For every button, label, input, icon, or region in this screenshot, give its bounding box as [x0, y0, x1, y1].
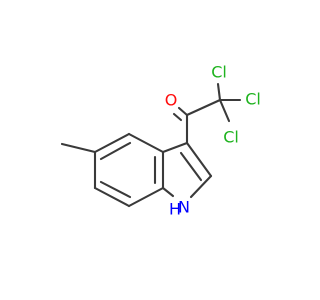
bond-c7-c6 — [93, 186, 131, 208]
atom-label-nitrogen: N — [178, 198, 190, 217]
bond-c4-c3a — [127, 132, 165, 154]
atom-label-chlorine-bottom: Cl — [223, 128, 239, 147]
bond-carbonyl-oxygen — [177, 106, 189, 117]
bond-ccl3-cl-top — [216, 82, 222, 102]
bond-n1-c7a — [161, 186, 175, 198]
bond-carbonyl-cc13 — [185, 98, 222, 117]
bond-c5-c4 — [93, 132, 131, 154]
atom-label-hydrogen: H — [169, 200, 181, 219]
bond-c5-c4-double — [99, 141, 132, 161]
bond-c2-n1 — [189, 174, 213, 199]
bond-c3-c2 — [185, 141, 213, 178]
bond-c3a-c3 — [161, 141, 189, 154]
bond-ccl3-cl-bottom — [218, 98, 231, 123]
atom-label-chlorine-top: Cl — [211, 63, 227, 82]
bond-c7a-c7 — [127, 186, 165, 208]
atom-label-oxygen: O — [165, 91, 178, 110]
atom-label-chlorine-right: Cl — [245, 90, 261, 109]
molecule-structure: O Cl Cl Cl N H — [60, 63, 261, 219]
molecule-canvas: O Cl Cl Cl N H — [60, 62, 261, 219]
bond-c7-c6-double — [99, 180, 132, 199]
bond-carbonyl-oxygen-double — [172, 112, 183, 122]
bond-c3-c2-double — [179, 151, 203, 182]
bond-methyl — [60, 142, 97, 154]
